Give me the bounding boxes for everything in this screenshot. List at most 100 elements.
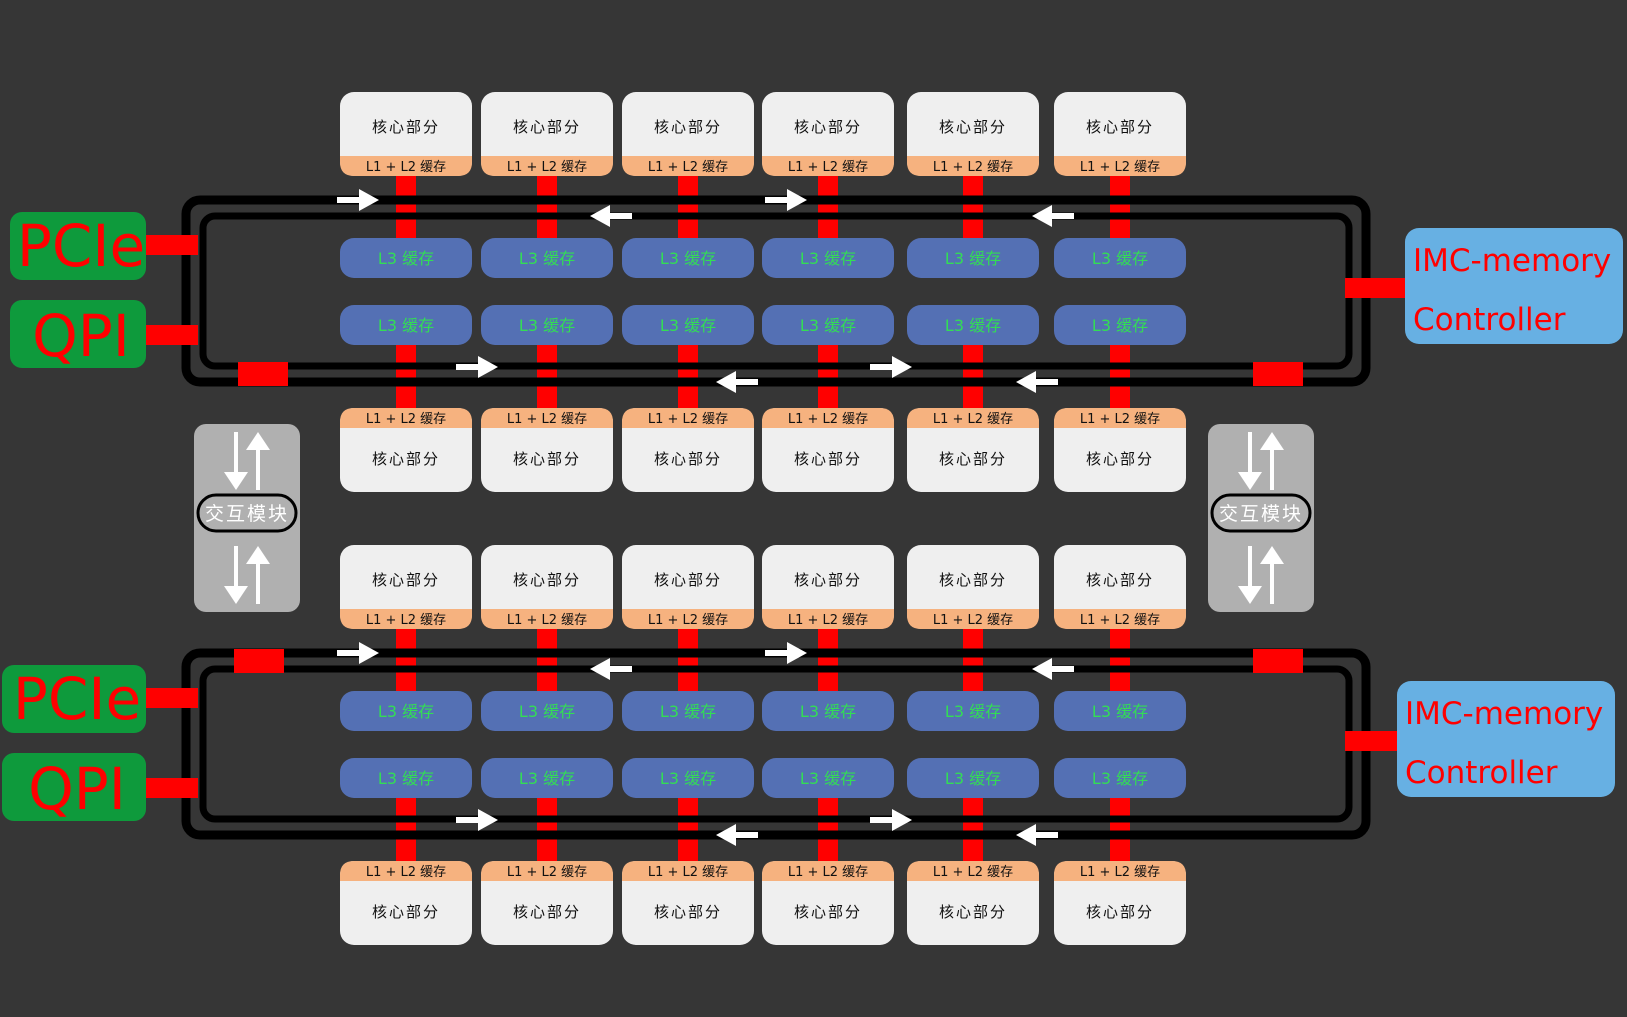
core-ring-link	[1110, 340, 1130, 410]
l1-l2-cache-strip	[481, 861, 613, 881]
core-box	[1054, 92, 1186, 176]
core-ring-link	[537, 170, 557, 240]
qpi-box	[10, 300, 146, 368]
right-arrow-icon	[870, 809, 912, 831]
l1-l2-cache-strip	[481, 609, 613, 629]
l3-cache-box	[340, 691, 472, 731]
l1-l2-cache-strip	[622, 609, 754, 629]
l1-l2-cache-strip	[1054, 408, 1186, 428]
core-box	[340, 545, 472, 629]
l3-cache-box	[622, 238, 754, 278]
l3-cache-label: L3 缓存	[378, 769, 434, 788]
l1-l2-cache-label: L1 + L2 缓存	[788, 412, 868, 427]
core-label: 核心部分	[372, 450, 440, 468]
left-arrow-icon	[716, 824, 758, 846]
l1-l2-cache-label: L1 + L2 缓存	[933, 412, 1013, 427]
core-box	[622, 861, 754, 945]
l3-cache-box	[907, 238, 1039, 278]
l3-cache-box	[1054, 305, 1186, 345]
down-arrow-icon	[224, 586, 248, 604]
core-ring-link	[537, 623, 557, 693]
right-arrow-icon	[765, 189, 807, 211]
l1-l2-cache-label: L1 + L2 缓存	[366, 865, 446, 880]
core-ring-link	[963, 340, 983, 410]
up-arrow-icon	[246, 546, 270, 564]
core-box	[622, 408, 754, 492]
l3-cache-box	[907, 305, 1039, 345]
l1-l2-cache-strip	[907, 861, 1039, 881]
l1-l2-cache-label: L1 + L2 缓存	[788, 865, 868, 880]
core-label: 核心部分	[654, 118, 722, 136]
left-arrow-icon	[1032, 658, 1074, 680]
interconnect-badge	[1210, 493, 1312, 533]
core-label: 核心部分	[794, 450, 862, 468]
l1-l2-cache-strip	[907, 609, 1039, 629]
l3-cache-label: L3 缓存	[1092, 702, 1148, 721]
l3-cache-box	[762, 691, 894, 731]
right-arrow-icon	[870, 356, 912, 378]
l3-cache-label: L3 缓存	[378, 249, 434, 268]
core-label: 核心部分	[654, 903, 722, 921]
l1-l2-cache-label: L1 + L2 缓存	[507, 613, 587, 628]
imc-label-line1: IMC-memory	[1405, 696, 1603, 732]
l3-cache-label: L3 缓存	[945, 769, 1001, 788]
l3-cache-box	[481, 691, 613, 731]
right-arrow-icon	[765, 642, 807, 664]
core-ring-link	[818, 793, 838, 863]
core-ring-link	[818, 170, 838, 240]
l3-cache-label: L3 缓存	[1092, 769, 1148, 788]
core-label: 核心部分	[654, 450, 722, 468]
core-ring-link	[818, 623, 838, 693]
core-ring-link	[1110, 793, 1130, 863]
l1-l2-cache-strip	[340, 408, 472, 428]
core-label: 核心部分	[794, 903, 862, 921]
core-box	[907, 861, 1039, 945]
l3-cache-label: L3 缓存	[378, 316, 434, 335]
core-label: 核心部分	[1086, 571, 1154, 589]
left-arrow-icon	[716, 371, 758, 393]
left-arrow-icon	[1032, 205, 1074, 227]
l3-cache-box	[1054, 691, 1186, 731]
imc-link	[1345, 278, 1407, 298]
l1-l2-cache-strip	[762, 408, 894, 428]
core-label: 核心部分	[1086, 450, 1154, 468]
ring-stop	[1253, 649, 1303, 673]
core-box	[340, 861, 472, 945]
l3-cache-label: L3 缓存	[519, 249, 575, 268]
down-arrow-icon	[1238, 586, 1262, 604]
core-box	[762, 92, 894, 176]
l3-cache-label: L3 缓存	[519, 316, 575, 335]
core-box	[1054, 408, 1186, 492]
l1-l2-cache-strip	[907, 408, 1039, 428]
core-box	[907, 408, 1039, 492]
core-ring-link	[1110, 623, 1130, 693]
l3-cache-label: L3 缓存	[800, 316, 856, 335]
ring-bus-outer	[181, 648, 1371, 840]
l1-l2-cache-strip	[1054, 861, 1186, 881]
core-ring-link	[537, 793, 557, 863]
core-label: 核心部分	[939, 903, 1007, 921]
l3-cache-label: L3 缓存	[519, 769, 575, 788]
l3-cache-label: L3 缓存	[945, 316, 1001, 335]
right-arrow-icon	[456, 809, 498, 831]
l3-cache-label: L3 缓存	[660, 769, 716, 788]
l1-l2-cache-label: L1 + L2 缓存	[933, 160, 1013, 175]
l3-cache-label: L3 缓存	[945, 249, 1001, 268]
l3-cache-box	[762, 758, 894, 798]
l1-l2-cache-strip	[481, 156, 613, 176]
core-label: 核心部分	[513, 118, 581, 136]
pcie-box	[10, 212, 146, 280]
core-label: 核心部分	[372, 118, 440, 136]
left-arrow-icon	[590, 658, 632, 680]
core-box	[622, 545, 754, 629]
